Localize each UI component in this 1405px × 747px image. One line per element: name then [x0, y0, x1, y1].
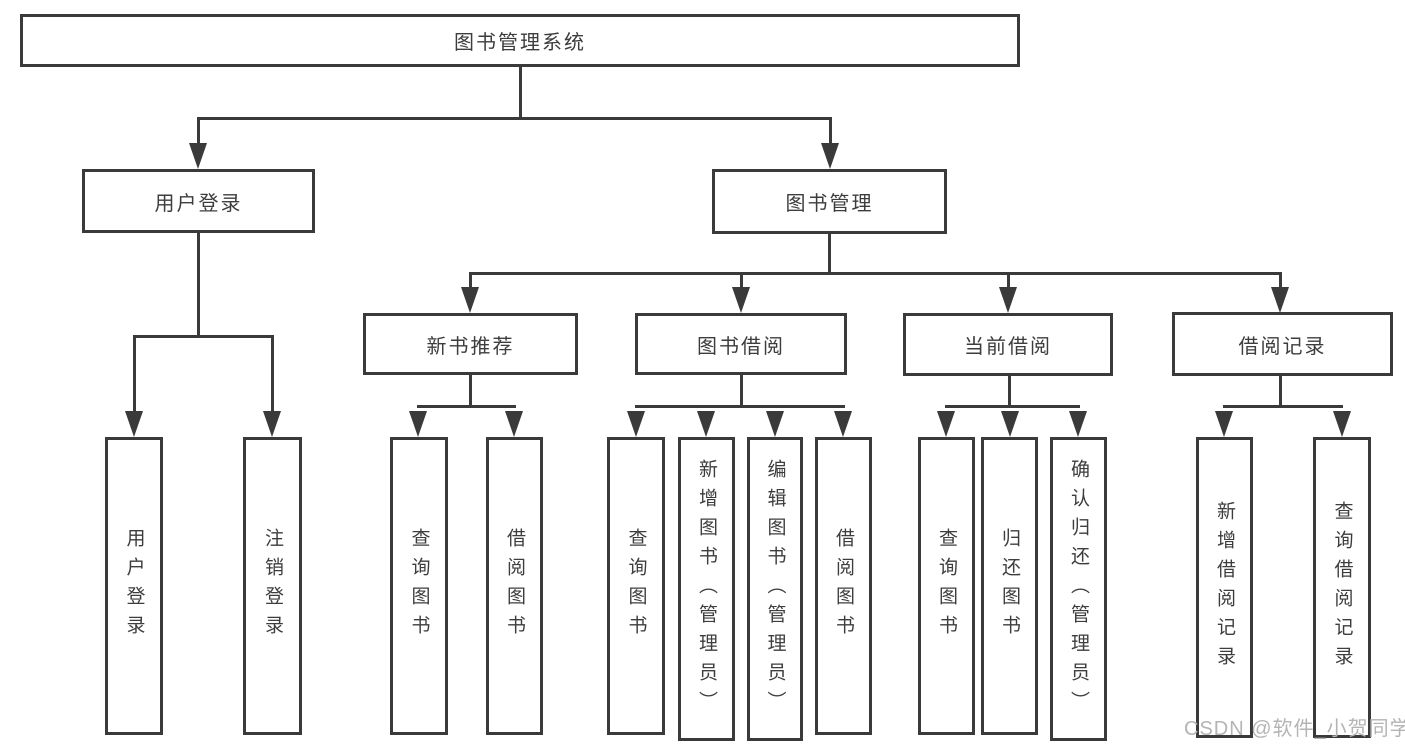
arrowhead-icon [1271, 287, 1289, 313]
connector-line [1008, 376, 1011, 408]
connector-line [740, 272, 743, 289]
node-root: 图书管理系统 [20, 14, 1020, 67]
node-user-login-label: 用户登录 [154, 192, 243, 215]
arrowhead-icon [461, 287, 479, 313]
leaf-add-borrow-record: 新增借阅记录 [1196, 437, 1253, 738]
leaf-logout: 注销登录 [243, 437, 302, 735]
arrowhead-icon [834, 411, 852, 437]
leaf-return-book: 归还图书 [981, 437, 1038, 735]
leaf-query-books-current-label: 查询图书 [936, 528, 957, 644]
leaf-query-books-current: 查询图书 [918, 437, 975, 735]
arrowhead-icon [263, 411, 281, 437]
node-book-management: 图书管理 [712, 169, 947, 234]
arrowhead-icon [697, 411, 715, 437]
connector-line [469, 272, 1282, 275]
arrowhead-icon [732, 287, 750, 313]
connector-line [271, 335, 274, 412]
node-new-book-recommendation: 新书推荐 [363, 313, 578, 375]
connector-line [1223, 405, 1343, 408]
arrowhead-icon [1333, 411, 1351, 437]
leaf-edit-book-admin: 编辑图书（管理员） [747, 437, 803, 741]
arrowhead-icon [1001, 411, 1019, 437]
node-book-management-label: 图书管理 [785, 193, 874, 215]
leaf-edit-book-admin-label: 编辑图书（管理员） [764, 458, 786, 720]
leaf-borrow-books-recommendation-label: 借阅图书 [504, 528, 525, 644]
node-current-borrowing: 当前借阅 [903, 313, 1113, 376]
leaf-add-borrow-record-label: 新增借阅记录 [1214, 500, 1235, 675]
connector-line [133, 335, 274, 338]
connector-line [197, 117, 832, 120]
csdn-watermark: CSDN @软件_小贺同学 [1184, 718, 1405, 740]
connector-line [829, 117, 832, 145]
connector-line [469, 272, 472, 289]
node-new-book-recommendation-label: 新书推荐 [426, 335, 515, 358]
node-root-label: 图书管理系统 [454, 32, 586, 54]
leaf-query-borrow-record-label: 查询借阅记录 [1331, 500, 1353, 675]
node-borrowing-records: 借阅记录 [1172, 312, 1393, 376]
connector-line [828, 234, 831, 275]
arrowhead-icon [999, 287, 1017, 313]
connector-line [1279, 272, 1282, 289]
arrowhead-icon [409, 411, 427, 437]
connector-line [197, 233, 200, 337]
leaf-logout-label: 注销登录 [262, 528, 283, 644]
leaf-query-books-borrowing-label: 查询图书 [625, 528, 647, 644]
arrowhead-icon [505, 411, 523, 437]
leaf-query-books-borrowing: 查询图书 [607, 437, 665, 735]
connector-line [417, 405, 516, 408]
arrowhead-icon [1215, 411, 1233, 437]
arrowhead-icon [627, 411, 645, 437]
connector-line [635, 405, 845, 408]
connector-line [469, 375, 472, 408]
leaf-user-login-label: 用户登录 [123, 528, 145, 644]
leaf-query-books-recommendation: 查询图书 [390, 437, 448, 735]
connector-line [740, 375, 743, 408]
leaf-confirm-return-admin: 确认归还（管理员） [1050, 437, 1107, 741]
arrowhead-icon [937, 411, 955, 437]
leaf-confirm-return-admin-label: 确认归还（管理员） [1068, 458, 1089, 720]
connector-line [1007, 272, 1010, 289]
arrowhead-icon [821, 143, 839, 169]
leaf-borrow-books-borrowing: 借阅图书 [815, 437, 872, 735]
arrowhead-icon [125, 411, 143, 437]
arrowhead-icon [766, 411, 784, 437]
connector-line [133, 335, 136, 412]
arrowhead-icon [1069, 411, 1087, 437]
leaf-user-login: 用户登录 [105, 437, 163, 735]
connector-line [1279, 376, 1282, 408]
node-current-borrowing-label: 当前借阅 [964, 336, 1052, 358]
node-book-borrowing-label: 图书借阅 [697, 335, 785, 358]
node-user-login: 用户登录 [82, 169, 315, 233]
leaf-query-borrow-record: 查询借阅记录 [1313, 437, 1371, 738]
leaf-borrow-books-borrowing-label: 借阅图书 [833, 528, 854, 644]
arrowhead-icon [189, 143, 207, 169]
leaf-borrow-books-recommendation: 借阅图书 [486, 437, 543, 735]
connector-line [945, 405, 1080, 408]
connector-line [519, 67, 522, 118]
node-borrowing-records-label: 借阅记录 [1238, 335, 1327, 358]
leaf-query-books-recommendation-label: 查询图书 [408, 528, 430, 644]
leaf-return-book-label: 归还图书 [999, 528, 1020, 644]
node-book-borrowing: 图书借阅 [635, 313, 847, 375]
leaf-add-book-admin: 新增图书（管理员） [678, 437, 735, 741]
connector-line [197, 117, 200, 145]
leaf-add-book-admin-label: 新增图书（管理员） [696, 458, 717, 720]
